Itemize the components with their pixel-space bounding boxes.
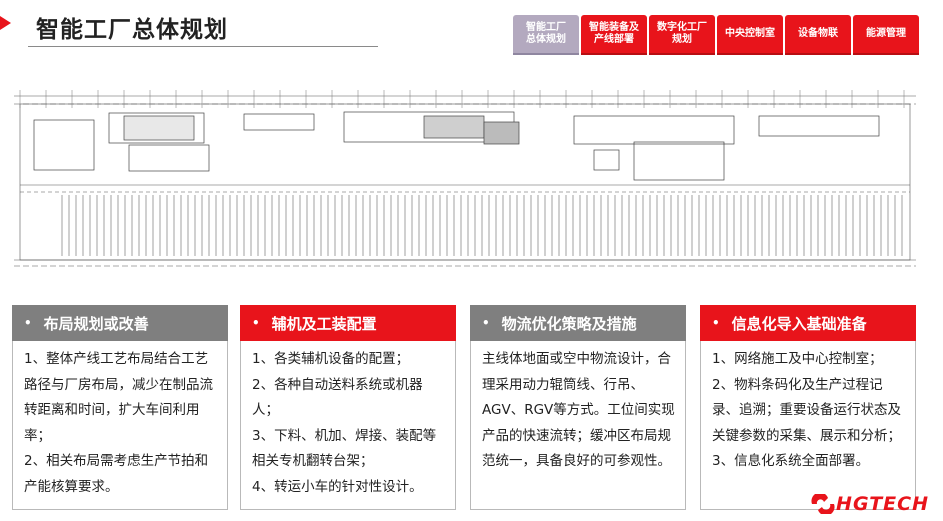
- tab-label: 智能装备及 产线部署: [589, 22, 639, 45]
- card-line: 1、各类辅机设备的配置；: [252, 351, 410, 367]
- card-line: 3、下料、机加、焊接、装配等相关专机翻转台架；: [252, 427, 437, 470]
- title-divider: [28, 46, 378, 47]
- factory-floor-plan-drawing: [14, 90, 916, 267]
- tab-4[interactable]: 设备物联: [785, 15, 851, 53]
- bullet-icon: •: [482, 316, 490, 330]
- card-line: 1、网络施工及中心控制室；: [712, 351, 883, 367]
- tab-label: 数字化工厂 规划: [657, 22, 707, 45]
- card-layout-planning: • 布局规划或改善 1、整体产线工艺布局结合工艺路径与厂房布局，减少在制品流转距离…: [12, 305, 228, 510]
- bullet-icon: •: [712, 316, 720, 330]
- card-line: 2、各种自动送料系统或机器人；: [252, 376, 423, 419]
- card-body: 1、网络施工及中心控制室； 2、物料条码化及生产过程记录、追溯；重要设备运行状态…: [701, 341, 915, 475]
- logo-mark-icon: [811, 494, 835, 514]
- card-header: • 信息化导入基础准备: [700, 305, 916, 341]
- feature-cards: • 布局规划或改善 1、整体产线工艺布局结合工艺路径与厂房布局，减少在制品流转距离…: [12, 305, 932, 510]
- tab-label: 设备物联: [798, 28, 838, 39]
- tab-label: 中央控制室: [725, 28, 775, 39]
- tab-3[interactable]: 中央控制室: [717, 15, 783, 53]
- card-title: 信息化导入基础准备: [731, 314, 867, 333]
- card-header: • 物流优化策略及措施: [470, 305, 686, 341]
- bullet-icon: •: [24, 316, 32, 330]
- company-logo: HGTECH: [810, 493, 929, 515]
- card-title: 布局规划或改善: [43, 314, 149, 333]
- card-line: 2、物料条码化及生产过程记录、追溯；重要设备运行状态及关键参数的采集、展示和分析…: [712, 376, 901, 444]
- card-body: 1、各类辅机设备的配置； 2、各种自动送料系统或机器人； 3、下料、机加、焊接、…: [241, 341, 455, 500]
- tab-1[interactable]: 智能装备及 产线部署: [581, 15, 647, 53]
- card-body: 1、整体产线工艺布局结合工艺路径与厂房布局，减少在制品流转距离和时间，扩大车间利…: [13, 341, 227, 500]
- card-title: 物流优化策略及措施: [501, 314, 637, 333]
- card-logistics-optimization: • 物流优化策略及措施 主线体地面或空中物流设计，合理采用动力辊筒线、行吊、AGV…: [470, 305, 686, 510]
- card-informatization: • 信息化导入基础准备 1、网络施工及中心控制室； 2、物料条码化及生产过程记录、…: [700, 305, 916, 510]
- tab-label: 能源管理: [866, 28, 906, 39]
- tab-label: 智能工厂 总体规划: [526, 22, 566, 45]
- tab-5[interactable]: 能源管理: [853, 15, 919, 53]
- card-line: 1、整体产线工艺布局结合工艺路径与厂房布局，减少在制品流转距离和时间，扩大车间利…: [24, 351, 213, 444]
- card-auxiliary-equipment: • 辅机及工装配置 1、各类辅机设备的配置； 2、各种自动送料系统或机器人； 3、…: [240, 305, 456, 510]
- bullet-icon: •: [252, 316, 260, 330]
- card-line: 4、转运小车的针对性设计。: [252, 478, 423, 495]
- card-header: • 布局规划或改善: [12, 305, 228, 341]
- card-line: 3、信息化系统全面部署。: [712, 453, 870, 469]
- card-header: • 辅机及工装配置: [240, 305, 456, 341]
- card-line: 2、相关布局需考虑生产节拍和产能核算要求。: [24, 453, 209, 495]
- title-marker: [0, 16, 11, 30]
- logo-text: HGTECH: [836, 493, 929, 515]
- page-title: 智能工厂总体规划: [36, 17, 228, 43]
- card-body: 主线体地面或空中物流设计，合理采用动力辊筒线、行吊、AGV、RGV等方式。工位间…: [471, 341, 685, 475]
- card-title: 辅机及工装配置: [271, 314, 377, 333]
- tab-0[interactable]: 智能工厂 总体规划: [513, 15, 579, 53]
- section-tabs: 智能工厂 总体规划 智能装备及 产线部署 数字化工厂 规划 中央控制室 设备物联…: [513, 15, 919, 53]
- tab-2[interactable]: 数字化工厂 规划: [649, 15, 715, 53]
- card-line: 主线体地面或空中物流设计，合理采用动力辊筒线、行吊、AGV、RGV等方式。工位间…: [482, 351, 675, 469]
